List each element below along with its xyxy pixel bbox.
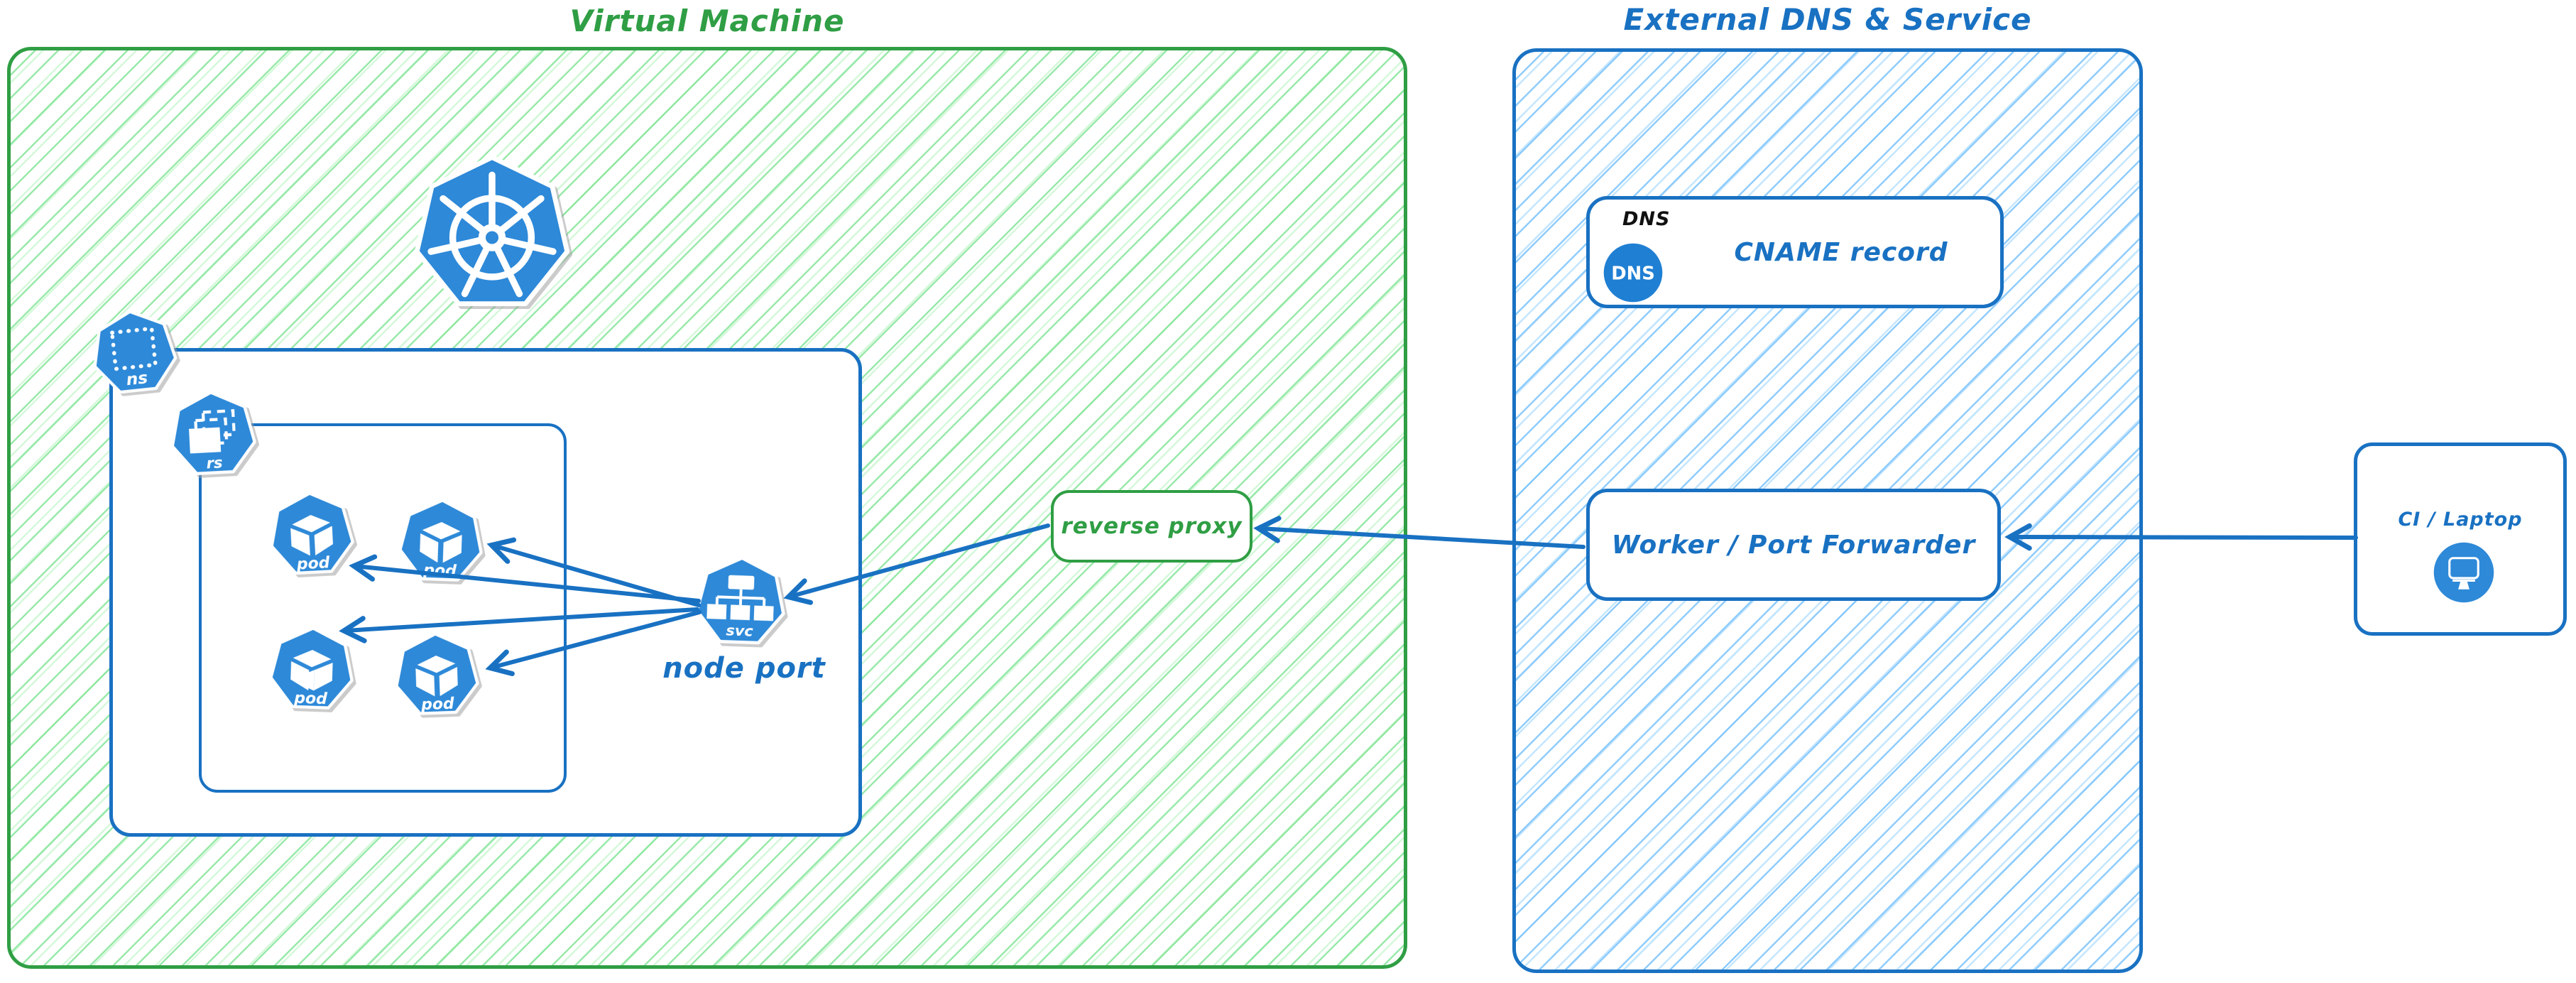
replicaset-icon: rs [167, 389, 259, 481]
pod-icon: pod [392, 631, 481, 720]
monitor-icon [2433, 541, 2495, 604]
svg-text:rs: rs [206, 453, 223, 472]
namespace-icon: ns [87, 305, 182, 401]
dns-tag-label: DNS [1622, 208, 1671, 230]
external-region-title: External DNS & Service [1623, 2, 2032, 37]
cname-record-label: CNAME record [1734, 237, 1948, 267]
ci-laptop-box: CI / Laptop [2354, 442, 2567, 636]
vm-region-title: Virtual Machine [569, 4, 845, 38]
dns-badge-icon: DNS [1603, 242, 1664, 303]
service-icon: svc [693, 555, 788, 650]
svg-text:pod: pod [422, 562, 457, 581]
worker-port-forwarder-label: Worker / Port Forwarder [1611, 530, 1976, 560]
svg-text:pod: pod [420, 695, 455, 715]
ci-laptop-label: CI / Laptop [2398, 509, 2523, 531]
pod-icon: pod [396, 497, 486, 587]
reverse-proxy-box: reverse proxy [1051, 490, 1252, 563]
svg-text:ns: ns [125, 368, 148, 389]
pod-icon: pod [267, 625, 356, 715]
worker-port-forwarder-box: Worker / Port Forwarder [1586, 489, 2001, 601]
dns-cname-box: DNS DNS CNAME record [1586, 196, 2004, 308]
pod-icon: pod [266, 489, 357, 580]
replicaset-box [199, 423, 567, 793]
svg-text:pod: pod [293, 690, 328, 709]
svg-text:svc: svc [726, 621, 754, 639]
svg-text:pod: pod [295, 554, 330, 573]
svg-text:DNS: DNS [1611, 263, 1655, 284]
reverse-proxy-label: reverse proxy [1061, 514, 1243, 539]
kubernetes-logo-icon [412, 151, 572, 317]
node-port-label: node port [662, 652, 826, 685]
